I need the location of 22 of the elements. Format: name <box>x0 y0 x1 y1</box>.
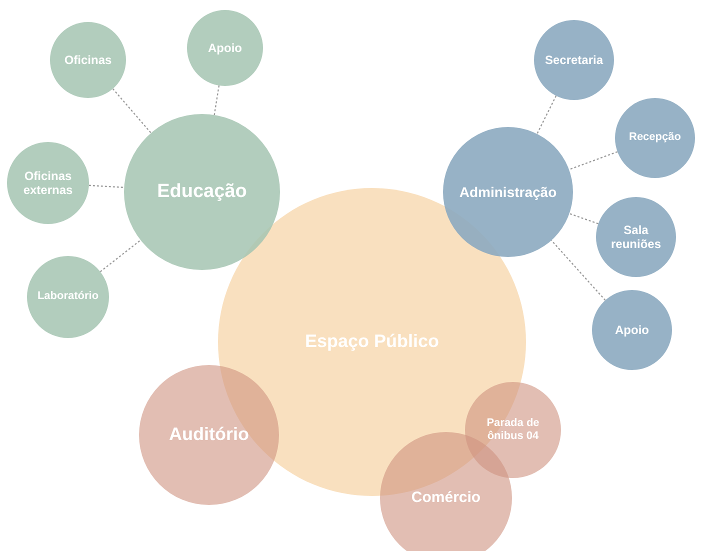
dotted-connector <box>568 151 618 170</box>
dotted-connector <box>569 213 598 224</box>
bubble-label: Oficinas <box>64 52 112 68</box>
bubble-label: Auditório <box>169 424 249 446</box>
bubble-label: Educação <box>157 180 247 204</box>
dotted-connector <box>551 240 606 301</box>
bubble-label: Laboratório <box>37 290 99 304</box>
bubble-label: Parada de ônibus 04 <box>486 416 540 444</box>
bubble-label: Apoio <box>208 40 242 56</box>
bubble-label: Comércio <box>411 489 481 507</box>
bubble-label: Secretaria <box>544 52 604 68</box>
bubble-label: Oficinas externas <box>22 168 74 198</box>
dotted-connector <box>536 96 557 134</box>
bubble-label: Espaço Público <box>304 331 440 353</box>
dotted-connector <box>214 85 220 116</box>
bubble-label: Recepção <box>629 131 681 145</box>
dotted-connector <box>112 88 152 134</box>
dotted-connector <box>88 184 124 188</box>
dotted-connector <box>100 240 141 272</box>
bubble-label: Administração <box>459 184 557 200</box>
bubble-label: Apoio <box>615 322 649 338</box>
bubble-label: Sala reuniões <box>610 222 662 252</box>
